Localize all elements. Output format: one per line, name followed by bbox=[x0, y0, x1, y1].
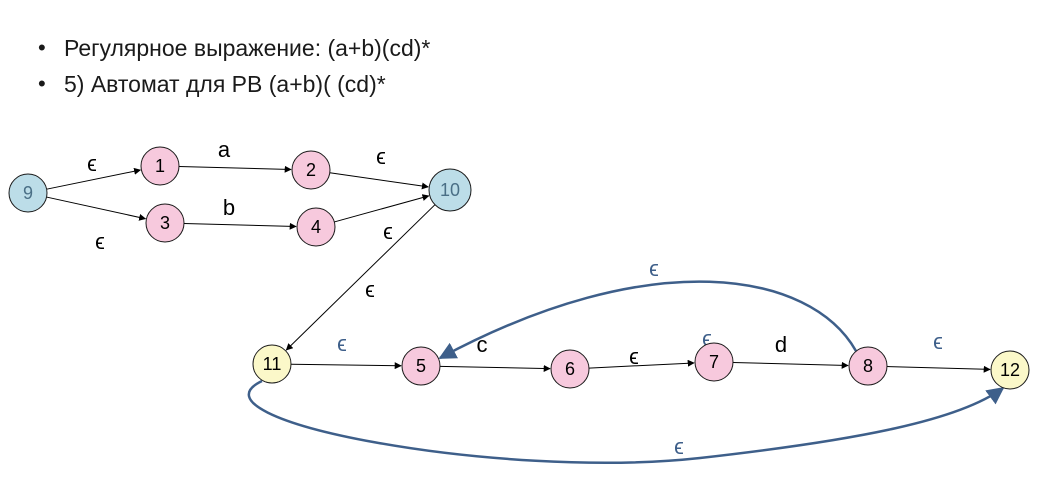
edge-label-1-2: a bbox=[218, 137, 231, 162]
bullet-list: • Регулярное выражение: (a+b)(cd)* • 5) … bbox=[38, 30, 430, 102]
state-node-8 bbox=[848, 346, 888, 386]
edge-8-12 bbox=[886, 365, 991, 373]
edge-label-6-7: ϵ bbox=[629, 344, 639, 369]
edge-1-2 bbox=[178, 165, 292, 173]
state-node-2 bbox=[291, 150, 331, 190]
edge-label-7-8: d bbox=[775, 332, 787, 357]
edge-8-5 bbox=[438, 280, 858, 360]
state-label-4: 4 bbox=[311, 217, 321, 237]
state-label-7: 7 bbox=[709, 352, 719, 372]
edge-label-2-10: ϵ bbox=[376, 144, 386, 169]
edge-4-10 bbox=[334, 194, 430, 223]
state-node-12 bbox=[990, 350, 1030, 390]
edge-9-1 bbox=[46, 167, 142, 190]
state-node-10 bbox=[428, 168, 472, 212]
state-label-9: 9 bbox=[23, 183, 33, 203]
bullet-item: • 5) Автомат для РВ (a+b)( (cd)* bbox=[38, 66, 430, 102]
state-label-5: 5 bbox=[416, 356, 426, 376]
bullet-marker: • bbox=[38, 71, 46, 96]
edge-label-8-5: ϵ bbox=[649, 256, 659, 281]
edge-11-12 bbox=[247, 379, 1005, 464]
state-node-7 bbox=[694, 342, 734, 382]
edge-label-5-6: c bbox=[477, 332, 488, 357]
edge-3-4 bbox=[183, 222, 297, 230]
edge-9-3 bbox=[46, 196, 147, 221]
state-node-11 bbox=[252, 344, 292, 384]
edge-10-11 bbox=[285, 204, 436, 351]
state-label-8: 8 bbox=[863, 356, 873, 376]
state-node-6 bbox=[550, 349, 590, 389]
edge-5-6 bbox=[439, 364, 551, 372]
state-label-6: 6 bbox=[565, 359, 575, 379]
edge-7-8 bbox=[732, 361, 849, 369]
edge-label-11-5: ϵ bbox=[337, 331, 347, 356]
edge-label-3-4: b bbox=[223, 195, 235, 220]
edge-6-7 bbox=[588, 359, 695, 369]
bullet-text: 5) Автомат для РВ (a+b)( (cd)* bbox=[64, 70, 386, 97]
edge-2-10 bbox=[329, 172, 429, 190]
edge-11-5 bbox=[290, 362, 402, 370]
state-node-4 bbox=[296, 207, 336, 247]
bullet-item: • Регулярное выражение: (a+b)(cd)* bbox=[38, 30, 430, 66]
state-node-1 bbox=[140, 146, 180, 186]
edge-label-9-1: ϵ bbox=[87, 151, 97, 176]
edge-label-4-10: ϵ bbox=[383, 219, 393, 244]
epsilon-label: ϵ bbox=[702, 326, 712, 351]
edge-label-11-12: ϵ bbox=[674, 434, 684, 459]
edge-label-8-12: ϵ bbox=[933, 329, 943, 354]
state-node-5 bbox=[401, 346, 441, 386]
state-label-12: 12 bbox=[1000, 360, 1020, 380]
edge-label-10-11: ϵ bbox=[365, 277, 375, 302]
state-label-2: 2 bbox=[306, 160, 316, 180]
state-node-3 bbox=[145, 203, 185, 243]
state-label-3: 3 bbox=[160, 213, 170, 233]
state-label-1: 1 bbox=[155, 156, 165, 176]
bullet-marker: • bbox=[38, 35, 46, 60]
state-label-11: 11 bbox=[263, 354, 282, 374]
state-label-10: 10 bbox=[440, 180, 460, 200]
bullet-text: Регулярное выражение: (a+b)(cd)* bbox=[64, 34, 431, 61]
edge-label-9-3: ϵ bbox=[95, 229, 105, 254]
state-node-9 bbox=[8, 173, 48, 213]
